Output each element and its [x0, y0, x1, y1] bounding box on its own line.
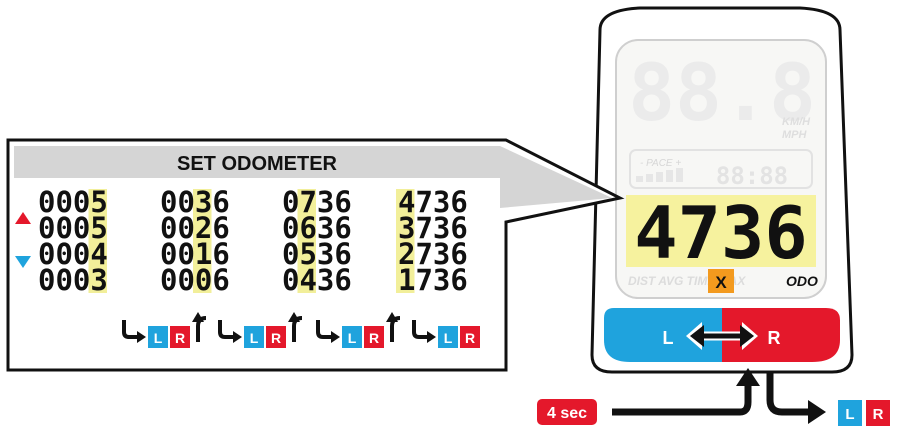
digit-sequence: 0004	[38, 237, 108, 271]
device-right-button[interactable]	[722, 308, 840, 362]
step-right-button	[364, 326, 384, 348]
digit-sequence: 0003	[38, 263, 108, 297]
bottom-right-button[interactable]	[866, 400, 890, 426]
digit-sequence: 0736	[282, 185, 352, 219]
pace-label: - PACE +	[640, 158, 681, 169]
bottom-right-button-label: R	[873, 406, 884, 423]
highlight-column	[297, 189, 316, 293]
step-left-button	[342, 326, 362, 348]
step-right-button	[266, 326, 286, 348]
hold-label: 4 sec	[547, 405, 587, 422]
set-odometer-panel: SET ODOMETER 0005 0036 0736 4736 0005 0026 063…	[6, 138, 625, 372]
step-left-button-label: L	[348, 330, 357, 346]
up-arrow-icon	[15, 212, 31, 224]
clock-ghost-digits: 88:88	[716, 162, 788, 190]
step-left-button-label: L	[250, 330, 259, 346]
device-right-button-label: R	[768, 328, 781, 348]
digit-sequence: 0636	[282, 211, 352, 245]
step-down-arrow	[122, 320, 138, 339]
panel-title: SET ODOMETER	[177, 153, 338, 175]
step-down-arrow-head	[427, 331, 436, 343]
release-arrow	[766, 372, 812, 416]
digit-sequence: 0005	[38, 211, 108, 245]
digit-sequence: 0005	[38, 185, 108, 219]
step-up-arrow-head	[386, 312, 398, 322]
bottom-left-button-label: L	[845, 406, 854, 423]
digit-sequence: 0436	[282, 263, 352, 297]
device-left-button[interactable]	[604, 308, 722, 362]
hold-badge	[537, 399, 597, 425]
odo-label: ODO	[786, 273, 818, 289]
pace-bars	[636, 168, 683, 182]
bike-computer-device: 88.8 KM/H MPH - PACE + 88:88 4736 DIST A…	[590, 6, 854, 374]
step-right-button-label: R	[271, 330, 281, 346]
step-down-arrow-head	[137, 331, 146, 343]
digit-sequence: 0006	[160, 263, 230, 297]
digit-sequence: 3736	[398, 211, 468, 245]
step-right-button	[170, 326, 190, 348]
step-down-arrow-head	[331, 331, 340, 343]
speed-ghost-digits: 88.8	[628, 49, 816, 139]
step-left-button	[148, 326, 168, 348]
step-left-button	[244, 326, 264, 348]
main-odometer-value: 4736	[634, 191, 807, 275]
digit-sequence: 0536	[282, 237, 352, 271]
step-left-button-label: L	[444, 330, 453, 346]
step-down-arrow-head	[233, 331, 242, 343]
step-down-arrow	[316, 320, 332, 339]
digit-columns: 0005 0036 0736 4736 0005 0026 0636 3736 0004 0016…	[38, 185, 468, 297]
digit-sequence: 0036	[160, 185, 230, 219]
double-arrow-icon	[686, 322, 758, 350]
cursor-marker	[708, 269, 734, 293]
step-right-button-label: R	[175, 330, 185, 346]
down-arrow-icon	[15, 256, 31, 268]
step-down-arrow	[412, 320, 428, 339]
panel-title-bar	[14, 146, 500, 178]
hold-arrow-head	[736, 368, 760, 386]
bottom-left-button[interactable]	[838, 400, 862, 426]
highlight-column	[396, 189, 415, 293]
hold-arrow	[612, 382, 752, 416]
step-right-button-label: R	[465, 330, 475, 346]
device-left-button-label: L	[663, 328, 674, 348]
digit-sequence: 0026	[160, 211, 230, 245]
step-right-button-label: R	[369, 330, 379, 346]
pace-clock-panel	[629, 149, 813, 189]
step-up-arrow-head	[192, 312, 204, 322]
step-left-button-label: L	[154, 330, 163, 346]
digit-sequence: 0016	[160, 237, 230, 271]
highlight-column	[88, 189, 107, 293]
step-down-arrow	[218, 320, 234, 339]
main-value-highlight	[626, 195, 816, 267]
cursor-marker-label: X	[715, 273, 727, 292]
bottom-flow: 4 sec L R	[537, 368, 890, 426]
step-right-button	[460, 326, 480, 348]
speed-unit-mph: MPH	[782, 129, 808, 141]
release-arrow-head	[808, 400, 826, 424]
highlight-column	[193, 189, 212, 293]
panel-pointer	[500, 146, 612, 208]
digit-sequence: 1736	[398, 263, 468, 297]
speed-unit-kmh: KM/H	[782, 116, 811, 128]
digit-sequence: 2736	[398, 237, 468, 271]
step-up-arrow-head	[288, 312, 300, 322]
step-left-button	[438, 326, 458, 348]
digit-sequence: 4736	[398, 185, 468, 219]
